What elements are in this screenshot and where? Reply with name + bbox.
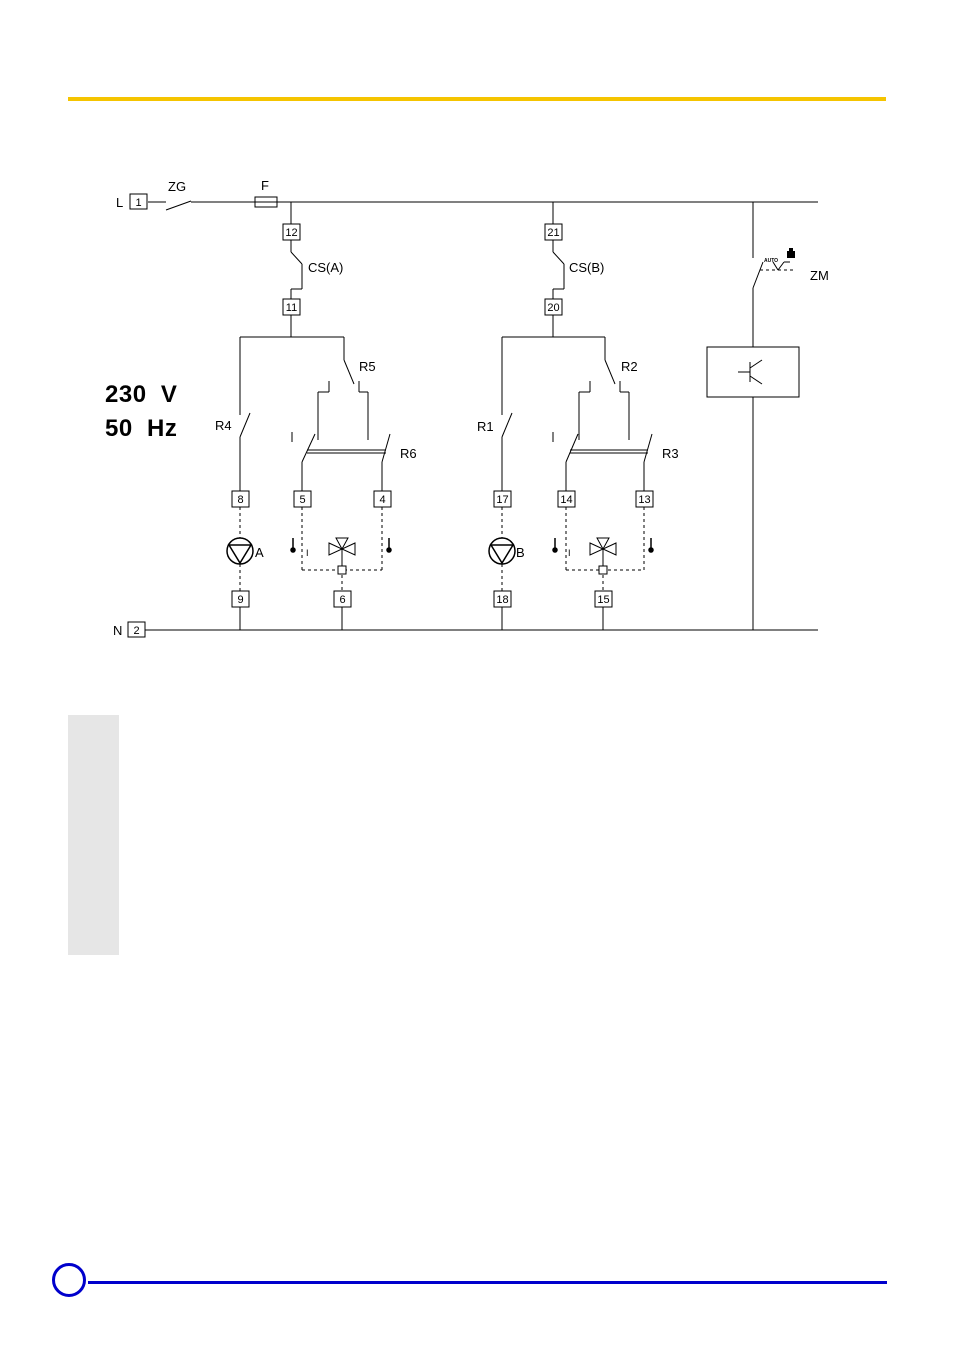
- pump-b-icon: [489, 538, 515, 564]
- thermometer-icon: [291, 538, 295, 552]
- terminal-4: 4: [379, 494, 385, 506]
- terminal-9: 9: [237, 594, 243, 606]
- label-time-switch: ZM: [810, 268, 829, 283]
- label-r5: R5: [359, 359, 376, 374]
- svg-text:I: I: [306, 548, 309, 558]
- thermometer-icon: [553, 538, 557, 552]
- terminal-15: 15: [597, 594, 609, 606]
- valve-b-icon: [590, 538, 616, 574]
- terminal-20: 20: [547, 302, 559, 314]
- terminal-18: 18: [496, 594, 508, 606]
- terminal-2: 2: [133, 625, 139, 637]
- terminal-14: 14: [560, 494, 572, 506]
- terminal-6: 6: [339, 594, 345, 606]
- terminal-1: 1: [135, 197, 141, 209]
- svg-text:I: I: [568, 548, 571, 558]
- label-r2: R2: [621, 359, 638, 374]
- label-pump-a: A: [255, 545, 264, 560]
- label-safety-a: CS(A): [308, 260, 343, 275]
- thermometer-icon: [649, 538, 653, 552]
- bottom-rule: [88, 1281, 887, 1284]
- terminal-12: 12: [285, 227, 297, 239]
- terminal-17: 17: [496, 494, 508, 506]
- auto-label: AUTO: [764, 258, 778, 264]
- pump-a-icon: [227, 538, 253, 564]
- terminal-13: 13: [638, 494, 650, 506]
- thermometer-icon: [387, 538, 391, 552]
- terminal-8: 8: [237, 494, 243, 506]
- label-r4: R4: [215, 418, 232, 433]
- label-line: L: [116, 195, 123, 210]
- wiring-diagram: I I AUTO 1 2 12 11 8 5 4 9 6 21: [0, 0, 954, 700]
- label-pump-b: B: [516, 545, 525, 560]
- label-r3: R3: [662, 446, 679, 461]
- terminal-5: 5: [299, 494, 305, 506]
- valve-a-icon: [329, 538, 355, 574]
- side-panel: [68, 715, 119, 955]
- label-fuse: F: [261, 178, 269, 193]
- terminal-11: 11: [286, 302, 297, 314]
- label-safety-b: CS(B): [569, 260, 604, 275]
- label-r1: R1: [477, 419, 494, 434]
- terminal-21: 21: [547, 227, 559, 239]
- hand-icon: [787, 248, 795, 258]
- label-main-switch: ZG: [168, 179, 186, 194]
- label-neutral: N: [113, 623, 122, 638]
- page-number-circle: [52, 1263, 86, 1297]
- label-r6: R6: [400, 446, 417, 461]
